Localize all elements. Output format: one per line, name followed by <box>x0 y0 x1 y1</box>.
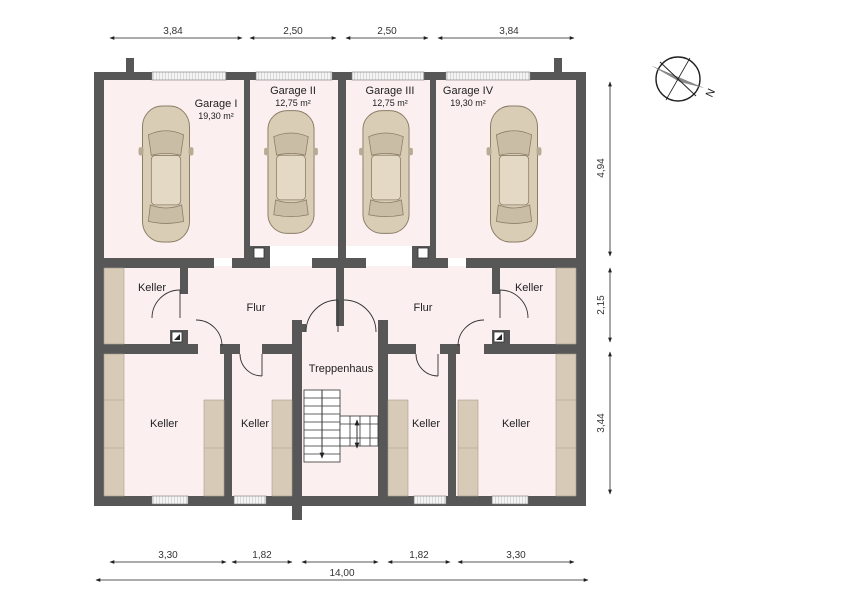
window <box>151 71 227 81</box>
dim-label-bottom-3: 1,82 <box>409 550 429 561</box>
window <box>151 495 189 505</box>
garage-2-area: 12,75 m² <box>275 98 311 108</box>
window <box>255 71 333 81</box>
garage-3-area: 12,75 m² <box>372 98 408 108</box>
dim-label-top-4: 3,84 <box>499 26 519 37</box>
door-swings <box>151 289 529 377</box>
dim-label-top-3: 2,50 <box>377 26 397 37</box>
room-labels: Keller Flur Flur Keller Keller Keller Tr… <box>138 282 543 430</box>
dimension-top-row: 3,84 2,50 2,50 3,84 <box>109 26 575 40</box>
window <box>445 71 531 81</box>
dimension-right-column: 4,94 2,15 3,44 <box>596 81 612 495</box>
room-label-keller: Keller <box>412 418 440 430</box>
room-label-keller: Keller <box>138 282 166 294</box>
compass-icon: N <box>652 56 718 102</box>
garage-3-name: Garage III <box>366 85 415 97</box>
dim-label-bottom-2: 1,82 <box>252 550 272 561</box>
car-icon <box>138 105 194 243</box>
garage-2-name: Garage II <box>270 85 316 97</box>
windows <box>151 71 531 505</box>
car-icon <box>358 110 414 234</box>
room-label-keller: Keller <box>515 282 543 294</box>
room-label-keller: Keller <box>150 418 178 430</box>
dim-label-right-2: 2,15 <box>596 295 607 315</box>
staircase <box>303 389 379 463</box>
dim-label-right-1: 4,94 <box>596 158 607 178</box>
utility-shafts <box>171 247 505 343</box>
garage-1-name: Garage I <box>195 98 238 110</box>
car-icon <box>263 110 319 234</box>
garage-labels: Garage I 19,30 m² Garage II 12,75 m² Gar… <box>195 85 494 121</box>
window <box>413 495 447 505</box>
room-label-keller: Keller <box>502 418 530 430</box>
compass-north-label: N <box>704 87 718 99</box>
window <box>233 495 267 505</box>
garage-4-name: Garage IV <box>443 85 494 97</box>
dim-label-right-3: 3,44 <box>596 413 607 433</box>
dim-label-top-1: 3,84 <box>163 26 183 37</box>
storage-shelves <box>103 267 577 497</box>
dim-label-total: 14,00 <box>329 568 354 579</box>
room-label-flur: Flur <box>414 302 433 314</box>
garage-4-area: 19,30 m² <box>450 98 486 108</box>
garage-1-area: 19,30 m² <box>198 111 234 121</box>
dimension-bottom-row: 3,30 1,82 1,82 3,30 14,00 <box>95 550 589 582</box>
room-label-flur: Flur <box>247 302 266 314</box>
dim-label-bottom-1: 3,30 <box>158 550 178 561</box>
car-icon <box>486 105 542 243</box>
room-label-keller: Keller <box>241 418 269 430</box>
dim-label-bottom-4: 3,30 <box>506 550 526 561</box>
dim-label-top-2: 2,50 <box>283 26 303 37</box>
window <box>351 71 425 81</box>
window <box>491 495 529 505</box>
room-label-treppenhaus: Treppenhaus <box>309 363 374 375</box>
